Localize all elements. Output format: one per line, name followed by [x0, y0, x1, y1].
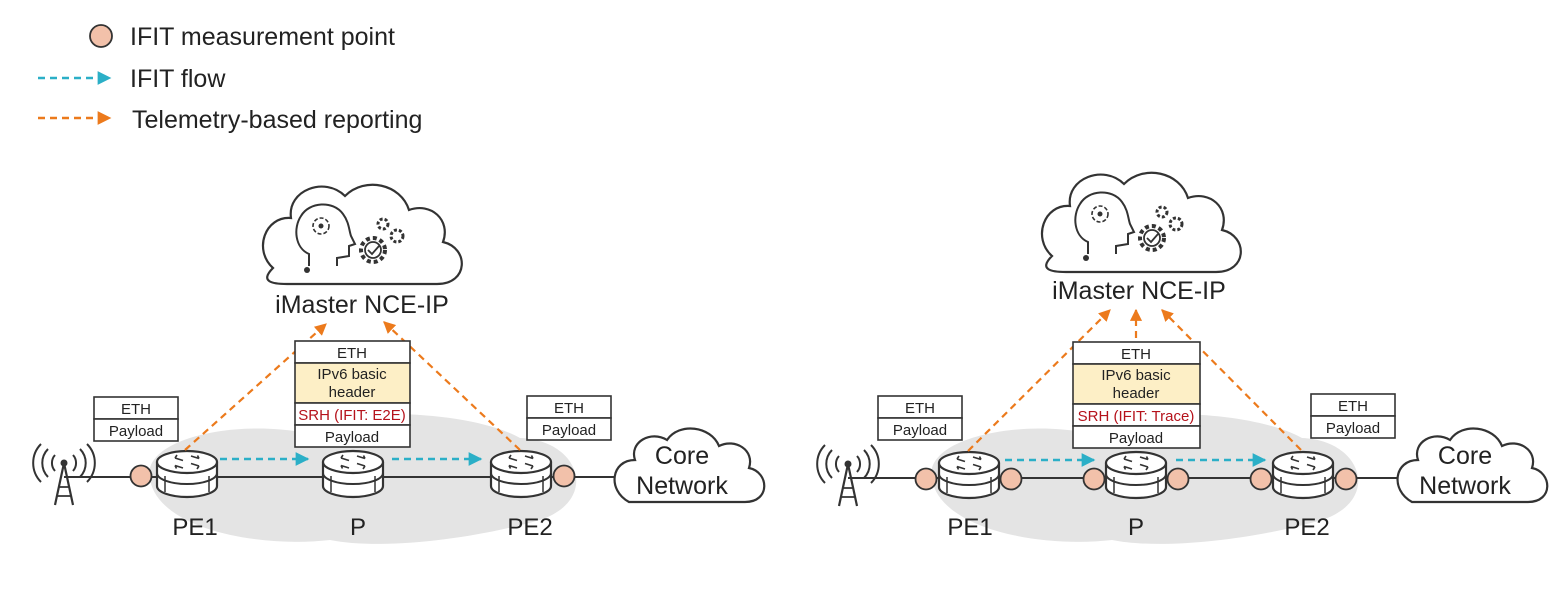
router-p-icon — [1104, 450, 1168, 500]
measurement-point-legend-icon — [89, 24, 113, 48]
router-pe1-icon — [155, 449, 219, 499]
measurement-point — [552, 464, 576, 488]
router-pe2-icon — [489, 449, 553, 499]
packet-row-payload: Payload — [893, 422, 947, 439]
radio-tower-icon — [816, 443, 880, 508]
measurement-point — [999, 467, 1023, 491]
core-network-label-line1: Core — [655, 442, 709, 470]
packet-row-srh: SRH (IFIT: E2E) — [298, 407, 406, 424]
node-label-pe2: PE2 — [1284, 514, 1329, 541]
packet-small-right: ETH Payload — [526, 395, 612, 441]
measurement-point — [1249, 467, 1273, 491]
packet-row-eth: ETH — [1338, 398, 1368, 415]
measurement-point — [914, 467, 938, 491]
measurement-point — [1082, 467, 1106, 491]
left-scenario: Core Network PE1 P PE2 iMaster NCE-IP ET… — [32, 182, 766, 544]
packet-row-payload: Payload — [1326, 420, 1380, 437]
packet-row-eth: ETH — [121, 401, 151, 418]
packet-row-eth: ETH — [554, 400, 584, 417]
telemetry-arrow — [1161, 309, 1302, 451]
packet-row-ipv6-line2: header — [1113, 385, 1160, 402]
packet-row-ipv6-line1: IPv6 basic — [317, 366, 387, 383]
packet-row-srh: SRH (IFIT: Trace) — [1078, 408, 1195, 425]
packet-row-payload: Payload — [325, 429, 379, 446]
packet-row-eth: ETH — [1121, 346, 1151, 363]
node-label-pe2: PE2 — [507, 514, 552, 541]
legend: IFIT measurement point IFIT flow Telemet… — [38, 23, 422, 134]
packet-ifit: ETH IPv6 basic header SRH (IFIT: Trace) … — [1072, 341, 1201, 449]
node-label-pe1: PE1 — [172, 514, 217, 541]
measurement-point — [129, 464, 153, 488]
packet-row-eth: ETH — [905, 400, 935, 417]
node-label-pe1: PE1 — [947, 514, 992, 541]
measurement-point — [1166, 467, 1190, 491]
packet-ifit: ETH IPv6 basic header SRH (IFIT: E2E) Pa… — [294, 340, 411, 448]
packet-row-payload: Payload — [109, 423, 163, 440]
router-pe2-icon — [1271, 450, 1335, 500]
core-network-label-line2: Network — [1419, 472, 1511, 500]
node-label-p: P — [1128, 514, 1144, 541]
controller-label: iMaster NCE-IP — [1052, 277, 1226, 305]
controller-label: iMaster NCE-IP — [275, 291, 449, 319]
packet-small-left: ETH Payload — [877, 395, 963, 441]
right-scenario: Core Network PE1 P PE2 iMaster NCE-IP ET… — [816, 170, 1549, 544]
measurement-point — [1334, 467, 1358, 491]
packet-row-ipv6-line1: IPv6 basic — [1101, 367, 1171, 384]
legend-measurement-point-label: IFIT measurement point — [130, 23, 395, 51]
core-network-label-line1: Core — [1438, 442, 1492, 470]
telemetry-arrow — [967, 309, 1111, 452]
packet-row-eth: ETH — [337, 345, 367, 362]
packet-row-ipv6-line2: header — [329, 384, 376, 401]
controller-cloud — [1039, 170, 1243, 274]
packet-small-left: ETH Payload — [93, 396, 179, 442]
packet-row-payload: Payload — [542, 422, 596, 439]
radio-tower-icon — [32, 442, 96, 507]
core-network-label-line2: Network — [636, 472, 728, 500]
router-pe1-icon — [937, 450, 1001, 500]
legend-ifit-flow-label: IFIT flow — [130, 65, 226, 93]
legend-telemetry-label: Telemetry-based reporting — [132, 106, 422, 134]
node-label-p: P — [350, 514, 366, 541]
router-p-icon — [321, 449, 385, 499]
packet-row-payload: Payload — [1109, 430, 1163, 447]
packet-small-right: ETH Payload — [1310, 393, 1396, 439]
controller-cloud — [260, 182, 464, 286]
